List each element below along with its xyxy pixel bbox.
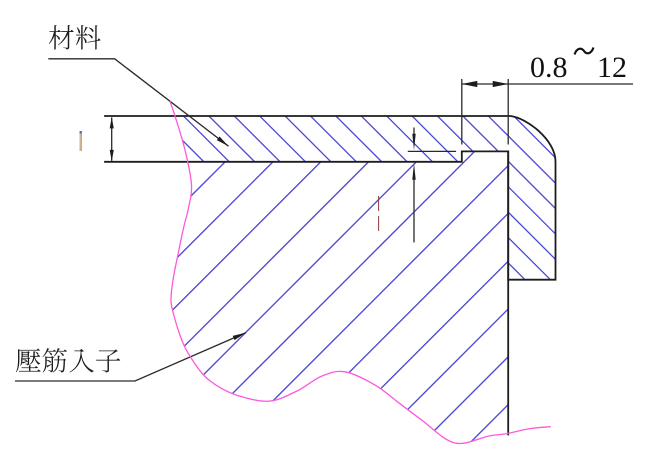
svg-text:0.8: 0.8 [530,51,568,84]
svg-text:12: 12 [597,51,627,84]
